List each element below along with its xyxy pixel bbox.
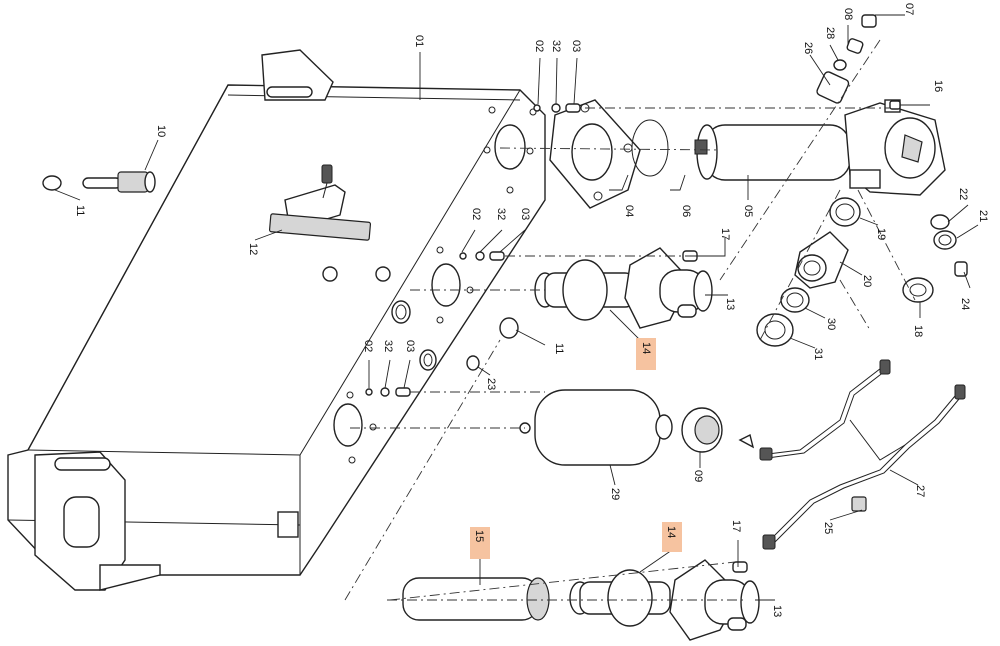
hardware-washers	[365, 100, 901, 397]
leader-lines	[54, 14, 979, 601]
filter-head-assembly	[549, 99, 946, 209]
callout-32b: 32	[495, 208, 507, 220]
callout-21: 21	[977, 210, 989, 222]
callout-20: 20	[861, 275, 873, 287]
callout-13b: 13	[771, 605, 783, 617]
callout-31: 31	[812, 348, 824, 360]
callout-32c: 32	[382, 340, 394, 352]
center-lines	[344, 39, 916, 601]
callout-01: 01	[413, 35, 425, 47]
callout-14a: 14	[640, 342, 652, 354]
callout-08: 08	[842, 8, 854, 20]
callout-28: 28	[824, 27, 836, 39]
callout-30: 30	[825, 318, 837, 330]
parts-18-21-22-24	[902, 214, 968, 303]
highlight-14-lower	[662, 522, 682, 552]
callout-09: 09	[692, 470, 704, 482]
callout-15: 15	[473, 530, 485, 542]
callout-19: 19	[875, 228, 887, 240]
callout-12: 12	[247, 243, 259, 255]
outlet-13-upper	[534, 247, 713, 329]
callout-25: 25	[822, 522, 834, 534]
fittings-19-20-30-31	[756, 197, 861, 347]
callout-02c: 02	[362, 340, 374, 352]
callout-03c: 03	[404, 340, 416, 352]
callout-05: 05	[742, 205, 754, 217]
callout-24: 24	[959, 298, 971, 310]
callout-23: 23	[485, 378, 497, 390]
callout-03a: 03	[570, 40, 582, 52]
callout-06: 06	[680, 205, 692, 217]
callout-17b: 17	[730, 520, 742, 532]
callout-02b: 02	[470, 208, 482, 220]
callout-29: 29	[609, 488, 621, 500]
part-10-valve	[42, 171, 156, 193]
callout-26: 26	[802, 42, 814, 54]
highlight-15	[470, 527, 490, 559]
callout-16: 16	[932, 80, 944, 92]
callout-18: 18	[912, 325, 924, 337]
callout-labels: 01 02 32 03 04 06 05 07 08 28 26 16 10 1…	[74, 3, 989, 617]
outlet-13-lower	[402, 559, 760, 641]
callout-13a: 13	[724, 298, 736, 310]
callout-22: 22	[957, 188, 969, 200]
callout-03b: 03	[519, 208, 531, 220]
filter-canister-29	[519, 389, 755, 466]
callout-04: 04	[623, 205, 635, 217]
callout-02a: 02	[533, 40, 545, 52]
callout-17a: 17	[719, 228, 731, 240]
callout-32a: 32	[550, 40, 562, 52]
callout-11a: 11	[74, 205, 86, 216]
wiring-harness-27	[759, 359, 966, 550]
highlight-14-upper	[636, 338, 656, 370]
callout-27: 27	[914, 485, 926, 497]
callout-14b: 14	[665, 526, 677, 538]
part-12-sensor	[268, 164, 372, 241]
callout-11b: 11	[553, 343, 565, 354]
tank-body	[7, 49, 546, 591]
callout-10: 10	[155, 125, 167, 137]
callout-07: 07	[903, 3, 915, 15]
parts-07-08-26-28	[816, 14, 877, 104]
